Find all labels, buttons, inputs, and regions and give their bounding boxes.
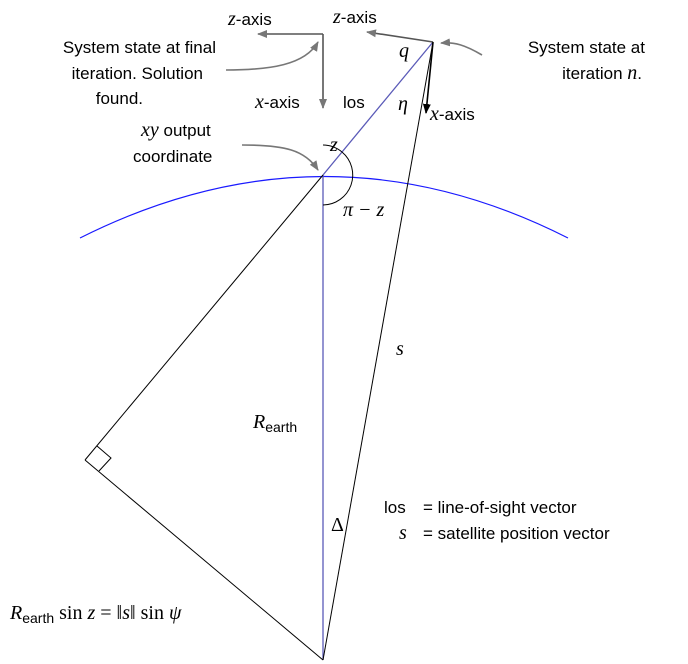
q-label: q	[399, 40, 409, 62]
perpendicular-base-line	[84, 459, 324, 661]
iteration-state-line-1: System state at	[528, 38, 645, 57]
final-state-annotation-arrow	[225, 41, 319, 71]
line-of-sight-vector	[322, 41, 434, 176]
top-mid-z-axis-label: z-axis	[332, 6, 377, 28]
r-earth-label: Rearth	[252, 411, 297, 435]
left-x-axis-label: x-axis	[254, 91, 300, 113]
earth-surface-arc	[79, 176, 569, 239]
xy-output-label: xy output	[140, 119, 211, 141]
perpendicular-hypotenuse-line	[84, 174, 324, 461]
bottom-formula: Rearth sin z = ‖s‖ sin ψ	[9, 602, 182, 626]
iteration-z-axis-arrow	[366, 29, 434, 43]
pi-minus-z-angle-arc	[322, 151, 354, 206]
final-state-line-3: found.	[96, 89, 143, 108]
right-angle-marker	[96, 445, 112, 472]
pi-minus-z-label: π − z	[343, 199, 385, 221]
legend-los-definition: = line-of-sight vector	[423, 498, 577, 517]
coordinate-label: coordinate	[133, 147, 212, 166]
final-state-line-1: System state at final	[63, 38, 216, 57]
zenith-angle-arc	[322, 144, 343, 153]
satellite-position-line	[322, 41, 434, 661]
legend-los-symbol: los	[384, 498, 406, 517]
eta-label: η	[398, 93, 408, 115]
z-angle-label: z	[329, 134, 338, 156]
iteration-state-line-2: iteration n.	[562, 62, 642, 84]
right-x-axis-label: x-axis	[429, 103, 475, 125]
iteration-x-axis-arrow	[422, 41, 434, 114]
xy-output-annotation-arrow	[241, 144, 319, 171]
s-label: s	[396, 338, 404, 360]
final-state-line-2: iteration. Solution	[72, 64, 203, 83]
los-label: los	[343, 93, 365, 112]
delta-label: Δ	[331, 514, 344, 536]
legend-s-definition: = satellite position vector	[423, 524, 610, 543]
iteration-state-annotation-arrow	[440, 38, 483, 56]
legend-s-symbol: s	[399, 522, 407, 544]
top-left-z-axis-label: z-axis	[227, 8, 272, 30]
